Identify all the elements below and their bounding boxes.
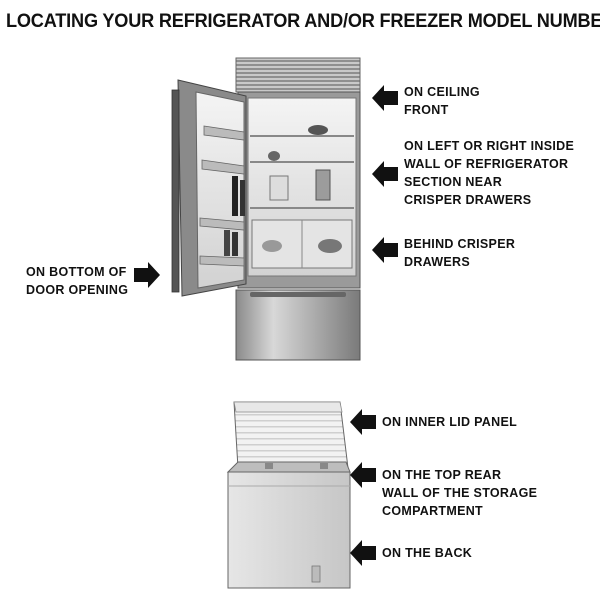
arrow-ceiling	[372, 85, 398, 111]
label-top-rear: ON THE TOP REAR WALL OF THE STORAGE COMP…	[382, 466, 537, 520]
label-side-wall: ON LEFT OR RIGHT INSIDE WALL OF REFRIGER…	[404, 137, 574, 209]
label-back: ON THE BACK	[382, 544, 472, 562]
label-door-opening: ON BOTTOM OF DOOR OPENING	[26, 263, 128, 299]
arrow-door-opening	[134, 262, 160, 288]
label-ceiling-front: ON CEILING FRONT	[404, 83, 480, 119]
arrow-lid	[350, 409, 376, 435]
chest-freezer-illustration	[228, 402, 350, 588]
arrow-back	[350, 540, 376, 566]
refrigerator-illustration	[172, 58, 360, 360]
arrow-top-rear	[350, 462, 376, 488]
label-inner-lid: ON INNER LID PANEL	[382, 413, 517, 431]
label-behind-crisper: BEHIND CRISPER DRAWERS	[404, 235, 515, 271]
arrow-behind-crisper	[372, 237, 398, 263]
arrow-side-wall	[372, 161, 398, 187]
